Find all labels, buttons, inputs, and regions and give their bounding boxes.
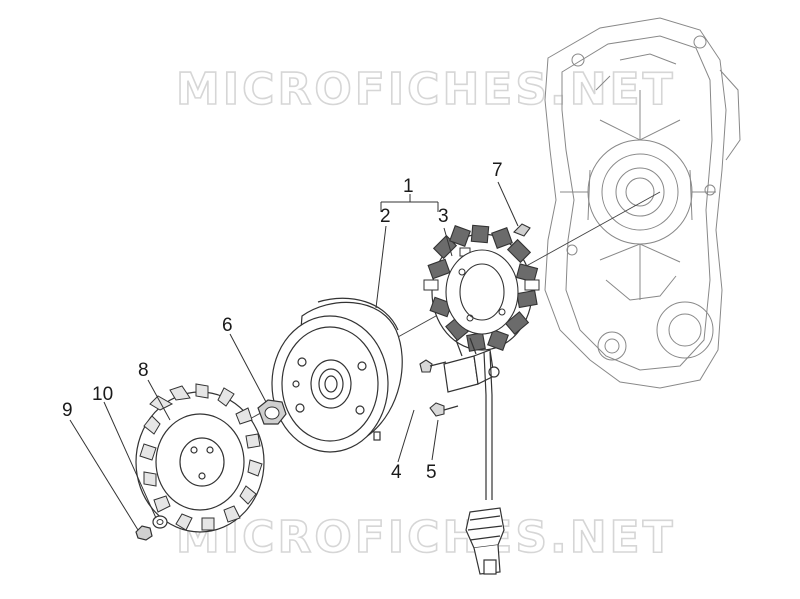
- callout-9: 9: [62, 400, 73, 421]
- callout-8: 8: [138, 360, 149, 381]
- flywheel-rotor: [271, 297, 403, 453]
- woodruff-key: [513, 223, 531, 237]
- washer: [152, 515, 168, 529]
- stator: [423, 224, 540, 352]
- watermark-top: MICROFICHES.NET: [176, 64, 676, 115]
- nut: [257, 399, 287, 425]
- callout-4: 4: [391, 462, 402, 483]
- callout-2: 2: [380, 206, 391, 227]
- callout-10: 10: [92, 384, 113, 405]
- pickup-sensor: [443, 337, 500, 393]
- wiring-harness: [465, 351, 505, 575]
- callout-6: 6: [222, 315, 233, 336]
- watermark-bottom: MICROFICHES.NET: [176, 512, 676, 563]
- leader-lines: [69, 181, 519, 531]
- screw: [429, 402, 459, 417]
- crankcase-housing: [544, 17, 741, 389]
- callout-1: 1: [403, 176, 414, 197]
- screw-small: [419, 359, 447, 373]
- callout-3: 3: [438, 206, 449, 227]
- cooling-fan: [135, 383, 265, 533]
- callout-5: 5: [426, 462, 437, 483]
- bolt: [135, 525, 153, 541]
- callout-7: 7: [492, 160, 503, 181]
